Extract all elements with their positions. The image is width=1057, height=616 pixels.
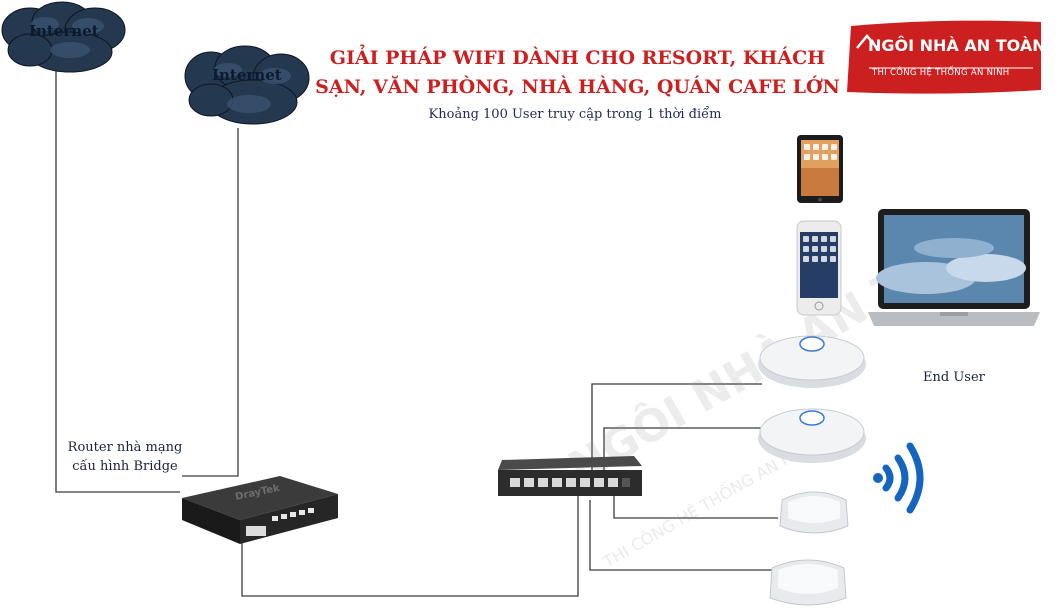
smartphone-icon	[796, 220, 842, 316]
router-label-line-1: Router nhà mạng	[67, 440, 183, 455]
end-user-label: End User	[923, 370, 985, 385]
line-internet2-router	[182, 128, 239, 477]
logo-tagline: THI CÔNG HỆ THỐNG AN NINH	[872, 68, 1010, 78]
access-point-icon	[758, 335, 866, 388]
switch-icon	[498, 456, 642, 496]
cloud-icon	[184, 45, 310, 125]
line-switch-ap4	[589, 500, 772, 571]
router-icon: DrayTek	[182, 476, 338, 544]
wifi-signal-icon	[873, 442, 924, 514]
access-point-icon	[779, 491, 849, 534]
access-point-icon	[758, 408, 866, 463]
internet-label-2: Internet	[212, 66, 282, 84]
line-switch-ap3	[613, 495, 778, 519]
diagram-subtitle: Khoảng 100 User truy cập trong 1 thời đi…	[428, 107, 722, 122]
router-label: Router nhà mạng cấu hình Bridge	[55, 438, 195, 476]
line-router-switch	[241, 495, 579, 597]
internet-label-1: Internet	[29, 22, 99, 40]
brand-logo	[847, 20, 1041, 94]
cloud-icon	[1, 1, 126, 73]
line-internet1-router	[55, 44, 180, 493]
title-line-1: GIẢI PHÁP WIFI DÀNH CHO RESORT, KHÁCH	[329, 47, 826, 69]
laptop-icon	[868, 209, 1040, 326]
logo-brand-text: NGÔI NHÀ AN TOÀN	[868, 36, 1046, 55]
tablet-icon	[797, 135, 843, 203]
router-label-line-2: cấu hình Bridge	[72, 459, 178, 474]
access-point-icon	[769, 559, 847, 606]
diagram-title: GIẢI PHÁP WIFI DÀNH CHO RESORT, KHÁCH SẠ…	[300, 44, 855, 102]
title-line-2: SẠN, VĂN PHÒNG, NHÀ HÀNG, QUÁN CAFE LỚN	[315, 76, 840, 98]
